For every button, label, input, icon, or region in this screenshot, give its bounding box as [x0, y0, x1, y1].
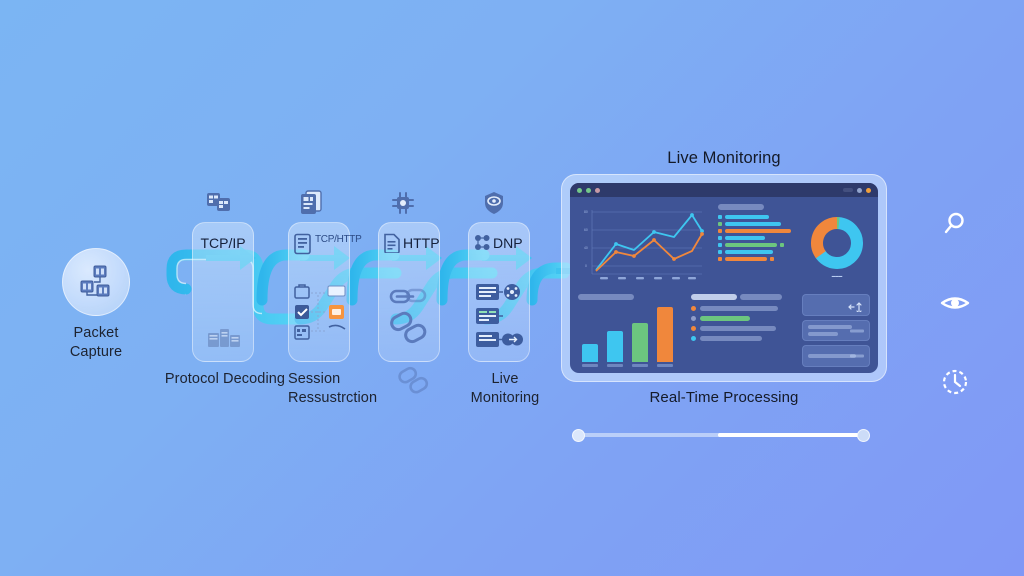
monitor-title: Live Monitoring [667, 149, 781, 167]
packet-capture-label-line1: Packet [73, 325, 119, 341]
hbar-item [718, 222, 796, 226]
tool-rail [938, 207, 972, 399]
eye-icon[interactable] [938, 286, 972, 320]
horizontal-bar-list-panel[interactable] [718, 204, 796, 288]
stage-label-line1: Live [491, 371, 519, 387]
line-chart-panel[interactable]: 80 60 40 0 [578, 204, 710, 288]
window-dot-gray[interactable] [857, 187, 862, 193]
hbar-item [718, 257, 796, 261]
window-titlebar-right [843, 187, 871, 193]
window-dot-orange[interactable] [866, 187, 871, 193]
stage-label-line1: Session [288, 371, 341, 387]
summary-card[interactable] [802, 345, 870, 368]
processing-progress-slider[interactable] [572, 429, 870, 442]
window-dot-green-1[interactable] [577, 187, 582, 193]
stage-label-session-reconstruction: Session Ressustrction [288, 370, 388, 407]
hbar-item [718, 229, 796, 233]
stage-card-title: DNP [493, 235, 523, 251]
svg-text:40: 40 [584, 246, 588, 250]
stage-label-line1: Protocol Decoding [164, 371, 286, 387]
hbar-item [718, 215, 796, 219]
stage-card-session-reconstruction[interactable]: TCP/HTTP [288, 222, 362, 362]
processing-label: Real-Time Processing [649, 389, 799, 406]
packet-stack-icon [207, 193, 230, 211]
summary-card[interactable] [802, 319, 870, 342]
server-rack-icon [208, 329, 240, 347]
document-list-icon [294, 233, 311, 255]
search-icon[interactable] [938, 207, 972, 241]
stage-card-live-monitoring[interactable]: DNP [468, 222, 530, 362]
stage-label-line2: Monitoring [470, 389, 540, 406]
bar-chart [578, 305, 684, 362]
svg-text:60: 60 [584, 228, 588, 232]
window-dot-close[interactable] [595, 187, 600, 193]
dashboard-window[interactable]: 80 60 40 0 [561, 174, 887, 382]
expand-arrows-icon [848, 302, 862, 312]
dnp-rows-icon [476, 284, 523, 347]
window-titlebar [570, 183, 878, 197]
donut-chart-panel[interactable]: ▬▬▬ [804, 204, 870, 288]
bar-tick-labels [578, 364, 684, 367]
chain-link-icon [389, 288, 427, 344]
svg-text:0: 0 [585, 264, 587, 268]
bar-chart-panel[interactable] [578, 294, 684, 367]
list-item [691, 336, 795, 341]
status-list-panel[interactable] [691, 294, 795, 367]
slider-fill [718, 433, 867, 437]
chain-link-icon [398, 366, 429, 394]
panel-heading-skeleton [578, 294, 634, 300]
line-chart: 80 60 40 0 [584, 210, 704, 280]
stage-card-title: HTTP [403, 235, 440, 251]
donut-legend: ▬▬▬ [831, 273, 843, 278]
stage-label-live-monitoring: Live Monitoring [458, 370, 552, 407]
bar-1 [582, 344, 598, 362]
list-item [691, 326, 795, 331]
hbar-item [718, 243, 796, 247]
slider-handle-left[interactable] [572, 429, 585, 442]
packet-capture-node[interactable]: Packet Capture [62, 248, 130, 360]
summary-card[interactable] [802, 294, 870, 316]
cluster-nodes-icon [475, 235, 490, 250]
stage-card-title: TCP/HTTP [315, 234, 362, 245]
svg-text:80: 80 [584, 210, 588, 214]
stage-label-protocol-decoding: Protocol Decoding [160, 370, 290, 389]
panel-heading-skeleton [718, 204, 764, 210]
list-item [691, 316, 795, 321]
packet-capture-label-line2: Capture [69, 343, 123, 360]
chip-network-icon [392, 192, 414, 214]
window-dot-green-2[interactable] [586, 187, 591, 193]
stage-card-title: TCP/IP [200, 235, 246, 251]
list-item [691, 306, 795, 311]
bar-2 [607, 331, 623, 362]
stage-card-http[interactable]: HTTP [378, 222, 440, 362]
document-pages-icon [301, 190, 322, 214]
shield-eye-icon [485, 192, 503, 214]
bar-4 [657, 307, 673, 362]
network-nodes-icon [80, 265, 110, 297]
session-glyphs-icon [294, 284, 346, 340]
donut-chart [811, 216, 863, 269]
packet-capture-circle [62, 248, 130, 316]
hbar-item [718, 236, 796, 240]
clock-dashed-icon[interactable] [938, 365, 972, 399]
bar-3 [632, 323, 648, 362]
packet-capture-label: Packet Capture [40, 324, 152, 361]
hbar-item [718, 250, 796, 254]
stage-label-line2: Ressustrction [288, 389, 378, 406]
titlebar-skeleton [843, 188, 853, 192]
summary-cards-panel[interactable] [802, 294, 870, 368]
slider-handle-right[interactable] [857, 429, 870, 442]
stage-card-protocol-decoding[interactable]: TCP/IP [192, 222, 254, 362]
